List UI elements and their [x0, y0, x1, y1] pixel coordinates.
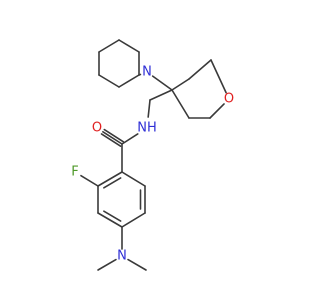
- atom-label-f: F: [71, 165, 78, 180]
- atom-label-n-amide: NH: [137, 121, 157, 136]
- bond-o4-C4: [171, 89, 190, 119]
- molecule-structure: N O O NH F N: [71, 39, 234, 271]
- bond-p2-p3: [98, 74, 120, 88]
- bond-b3-b4-inner: [103, 210, 122, 222]
- bond-o1-o2: [188, 59, 212, 80]
- atom-label-n-pip: N: [142, 65, 152, 80]
- atom-label-o-carbonyl: O: [92, 121, 102, 136]
- bond-b1-b2-inner: [103, 177, 122, 189]
- bond-layer: [80, 39, 227, 271]
- bond-N_dimethyl-Me2: [127, 258, 147, 271]
- bond-b1-b2: [97, 171, 123, 187]
- bond-o2-O_oxane: [210, 59, 227, 94]
- bond-Ccarb-O_carbonyl: [102, 130, 123, 145]
- bond-N_dimethyl-Me1: [97, 258, 117, 271]
- bond-Ccarb-O_carbonyl-b: [100, 133, 122, 147]
- bond-b3-b4: [97, 212, 123, 228]
- bond-CH2-N_amide: [147, 99, 151, 118]
- bond-C4-o1: [171, 78, 190, 91]
- bond-b4-b5: [121, 212, 146, 228]
- bond-O_oxane-o3: [209, 103, 225, 119]
- bond-p4-N_pip: [138, 73, 142, 76]
- bond-N_amide-Ccarb: [121, 133, 139, 145]
- bond-b2-F: [80, 174, 99, 187]
- bond-p5-p6: [118, 39, 140, 53]
- bond-Ccarb-O_carbonyl-a: [103, 128, 125, 143]
- atom-label-layer: N O O NH F N: [71, 65, 234, 264]
- bond-p6-p1: [98, 39, 120, 53]
- bond-b6-b1: [121, 171, 146, 187]
- bond-C4-CH2: [149, 89, 173, 101]
- atom-label-o-oxane: O: [224, 92, 234, 107]
- bond-p3-p4: [118, 74, 140, 88]
- atom-label-n-dimethyl: N: [117, 249, 127, 264]
- bond-N_pip-C4: [151, 75, 173, 91]
